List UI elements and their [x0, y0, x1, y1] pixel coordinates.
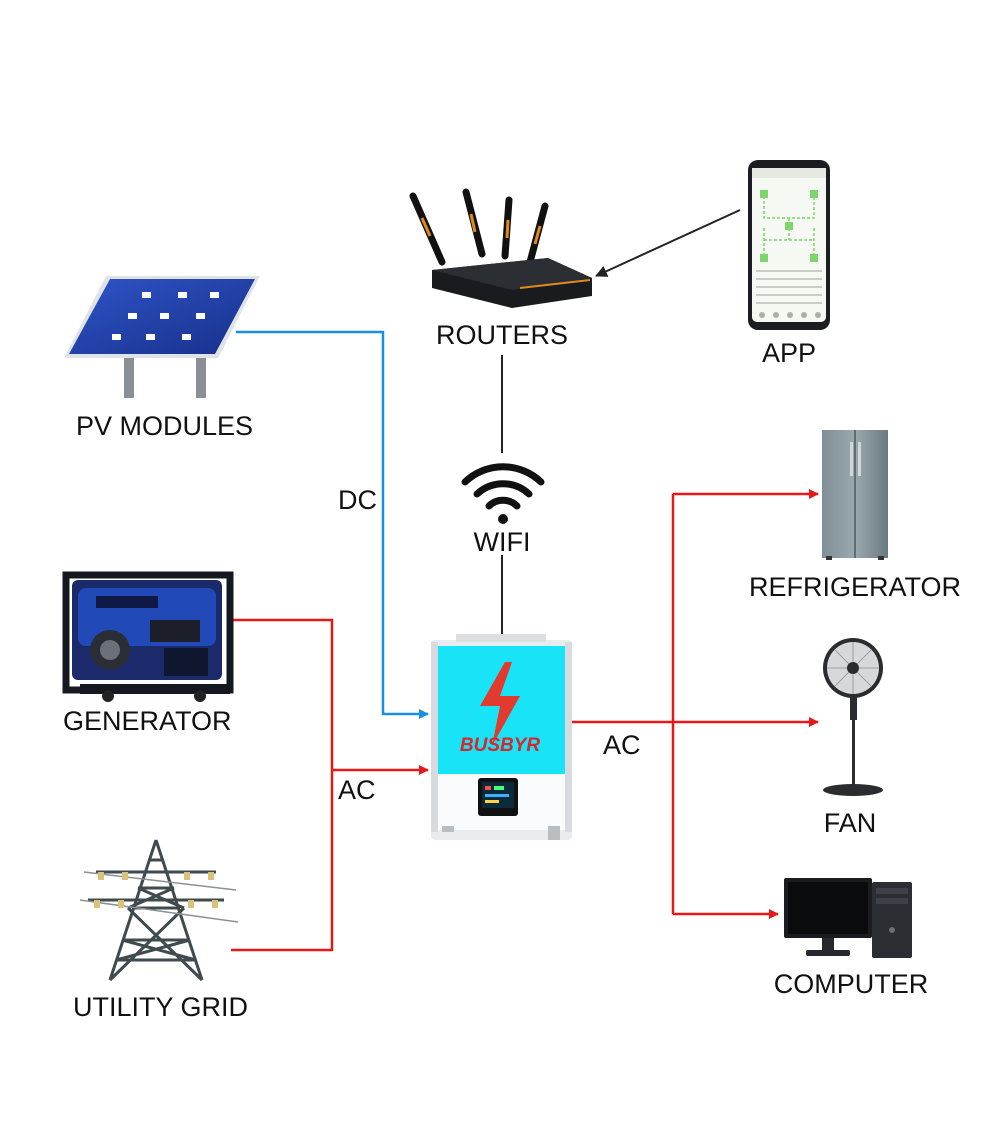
computer-label: COMPUTER: [773, 969, 929, 999]
utility-grid-label: UTILITY GRID: [73, 992, 249, 1022]
inverter-unit: BUSBYR: [431, 634, 572, 840]
app-label: APP: [761, 338, 817, 368]
fan-label: FAN: [823, 808, 877, 838]
routers-label: ROUTERS: [435, 320, 569, 350]
wifi-label: WIFI: [473, 527, 531, 557]
ac-input-lines: [231, 618, 429, 952]
solar-panel-icon: [64, 276, 260, 398]
router-icon: [409, 188, 592, 308]
generator-icon: [62, 571, 234, 702]
generator-label: GENERATOR: [63, 706, 232, 736]
smartphone-app-icon: [748, 160, 830, 330]
dc-line: [236, 330, 429, 719]
ac-input-label: AC: [338, 775, 376, 805]
refrigerator-icon: [822, 430, 888, 560]
pv-modules-label: PV MODULES: [76, 411, 254, 441]
fan-icon: [823, 638, 883, 796]
data-lines: [501, 209, 741, 640]
ac-output-label: AC: [603, 730, 641, 760]
power-tower-icon: [79, 839, 239, 982]
computer-icon: [784, 878, 912, 958]
inverter-brand-logo: BUSBYR: [460, 735, 541, 756]
wifi-icon: [461, 463, 545, 524]
ac-output-lines: [570, 489, 819, 919]
dc-label: DC: [338, 485, 377, 515]
refrigerator-label: REFRIGERATOR: [748, 572, 962, 602]
